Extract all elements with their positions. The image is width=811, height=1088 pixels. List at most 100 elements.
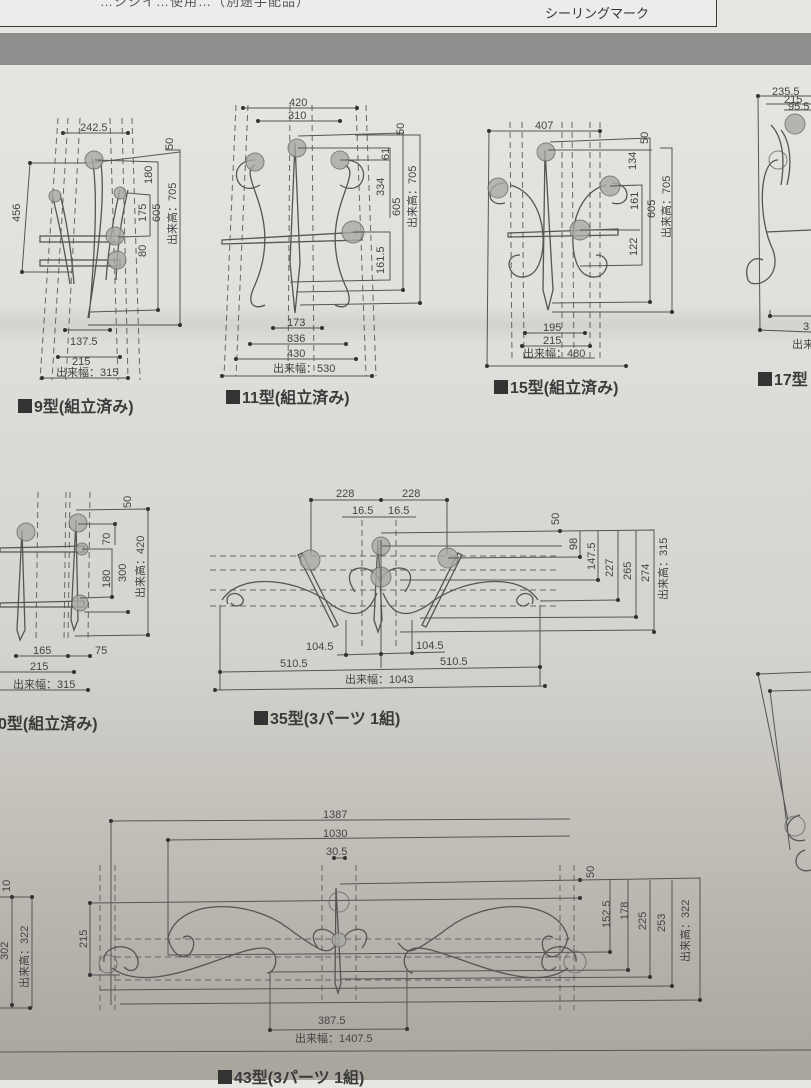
dim-228-left: 228	[336, 488, 354, 500]
dim-total-width: 出来幅：315	[56, 365, 118, 379]
dim-225: 225	[637, 912, 649, 930]
dim-total-width: 出来幅：1407.5	[295, 1031, 373, 1045]
drawing-sheet: .ln{stroke:#555;stroke-width:1;fill:none…	[0, 65, 811, 1080]
caption-type-43: 43型(3パーツ 1組)	[218, 1064, 364, 1088]
dim-334: 334	[375, 178, 387, 196]
dim-147-5: 147.5	[586, 542, 598, 570]
dim-407: 407	[535, 120, 553, 132]
figure-type-11: 420 310 50 61 334 605 出来高：705 161.5 173 …	[220, 97, 422, 378]
dim-195: 195	[543, 322, 561, 334]
dim-30-5: 30.5	[326, 846, 347, 858]
header-note-box: …ジジイ…使用…（別途手配品） シーリングマーク	[0, 0, 717, 27]
dim-180: 180	[101, 570, 113, 588]
dim-215: 215	[78, 930, 90, 948]
figure-right-partial	[756, 671, 811, 872]
dim-50: 50	[639, 132, 651, 144]
dim-605: 605	[151, 204, 163, 222]
dim-420: 420	[289, 97, 307, 109]
dim-173: 173	[287, 317, 305, 329]
dim-16-5-left: 16.5	[352, 505, 373, 517]
dim-50: 50	[585, 866, 597, 878]
figure-type-35: 228 228 16.5 16.5 50 98 147.5 227 265 27…	[210, 488, 670, 692]
dim-total-width: 出来幅：1043	[345, 672, 413, 686]
dim-215: 215	[543, 335, 561, 347]
square-bullet-icon	[226, 390, 240, 404]
dim-430: 430	[287, 348, 305, 360]
square-bullet-icon	[18, 399, 32, 413]
dim-227: 227	[604, 559, 616, 577]
caption-type-15: 15型(組立済み)	[494, 374, 618, 398]
header-note-fragment: …ジジイ…使用…（別途手配品）	[100, 0, 311, 9]
figure-type-17: 235.5 215 95.5 3 出来	[746, 86, 811, 351]
dim-336: 336	[287, 333, 305, 345]
square-bullet-icon	[218, 1070, 232, 1084]
dim-total-height: 出来高：322	[678, 900, 692, 962]
dim-161-5: 161.5	[375, 246, 387, 274]
dim-178: 178	[619, 902, 631, 920]
dim-10: 10	[1, 880, 13, 892]
dim-215: 215	[30, 661, 48, 673]
dim-98: 98	[568, 538, 580, 550]
paper-fold-shadow	[0, 305, 811, 345]
figure-type-43: 1387 1030 30.5 215 50 152.5 178 225 253 …	[78, 809, 702, 1045]
sealing-mark-label: シーリングマーク	[545, 6, 650, 21]
dim-387-5: 387.5	[318, 1015, 346, 1027]
dim-510-5-left: 510.5	[280, 658, 308, 670]
square-bullet-icon	[494, 380, 508, 394]
dim-total-height: 出来高：705	[405, 166, 419, 228]
dim-16-5-right: 16.5	[388, 505, 409, 517]
dim-274: 274	[640, 564, 652, 582]
gray-band	[0, 33, 811, 65]
dim-265: 265	[622, 562, 634, 580]
dim-1387: 1387	[323, 809, 347, 821]
square-bullet-icon	[758, 372, 772, 386]
dim-300: 300	[117, 564, 129, 582]
dim-242-5: 242.5	[80, 122, 108, 134]
technical-drawing: .ln{stroke:#555;stroke-width:1;fill:none…	[0, 86, 811, 1053]
dim-95-5: 95.5	[788, 101, 809, 113]
dim-50: 50	[164, 138, 176, 150]
dim-161: 161	[629, 192, 641, 210]
dim-1030: 1030	[323, 828, 347, 840]
dim-75: 75	[95, 645, 107, 657]
dim-50: 50	[395, 123, 407, 135]
dim-137-5: 137.5	[70, 336, 98, 348]
dim-total-width: 出来幅：480	[523, 346, 585, 360]
caption-type-9: 9型(組立済み)	[18, 393, 134, 417]
dim-total-width: 出来幅：530	[273, 361, 335, 375]
dim-253: 253	[656, 914, 668, 932]
dim-total-height: 出来高：420	[133, 536, 147, 598]
caption-type-35: 35型(3パーツ 1組)	[254, 705, 400, 729]
dim-122: 122	[628, 238, 640, 256]
dim-605: 605	[391, 198, 403, 216]
dim-310: 310	[288, 110, 306, 122]
figure-type-9: 242.5 456 50 180 175 80 605 出来高：705 137.…	[11, 117, 182, 381]
dim-total-width: 出来幅：315	[13, 677, 75, 691]
dim-152-5: 152.5	[601, 900, 613, 928]
dim-total-height: 出来高：322	[17, 926, 31, 988]
dim-50: 50	[550, 513, 562, 525]
dim-70: 70	[101, 533, 113, 545]
dim-510-5-right: 510.5	[440, 656, 468, 668]
dim-235-5: 235.5	[772, 86, 800, 98]
square-bullet-icon	[254, 711, 268, 725]
caption-type-17: 17型	[758, 366, 808, 390]
dim-80: 80	[137, 245, 149, 257]
dim-total-height: 出来高：315	[656, 538, 670, 600]
dim-605: 605	[646, 200, 658, 218]
caption-type-x0: 0型(組立済み)	[0, 716, 98, 733]
dim-302: 302	[0, 942, 11, 960]
dim-50: 50	[122, 496, 134, 508]
caption-type-11: 11型(組立済み)	[226, 384, 350, 408]
dim-165: 165	[33, 645, 51, 657]
dim-180: 180	[143, 166, 155, 184]
dim-215: 215	[784, 94, 802, 106]
dim-228-right: 228	[402, 488, 420, 500]
figure-type-x0: 50 70 180 300 出来高：420 165 75 215 出来幅：315	[0, 491, 150, 692]
dim-partial-total: 出来	[792, 337, 811, 351]
dim-partial-3: 3	[803, 321, 809, 333]
dim-61: 61	[380, 148, 392, 160]
dim-104-5-right: 104.5	[416, 640, 444, 652]
dim-total-height: 出来高：705	[165, 183, 179, 245]
dim-175: 175	[137, 204, 149, 222]
